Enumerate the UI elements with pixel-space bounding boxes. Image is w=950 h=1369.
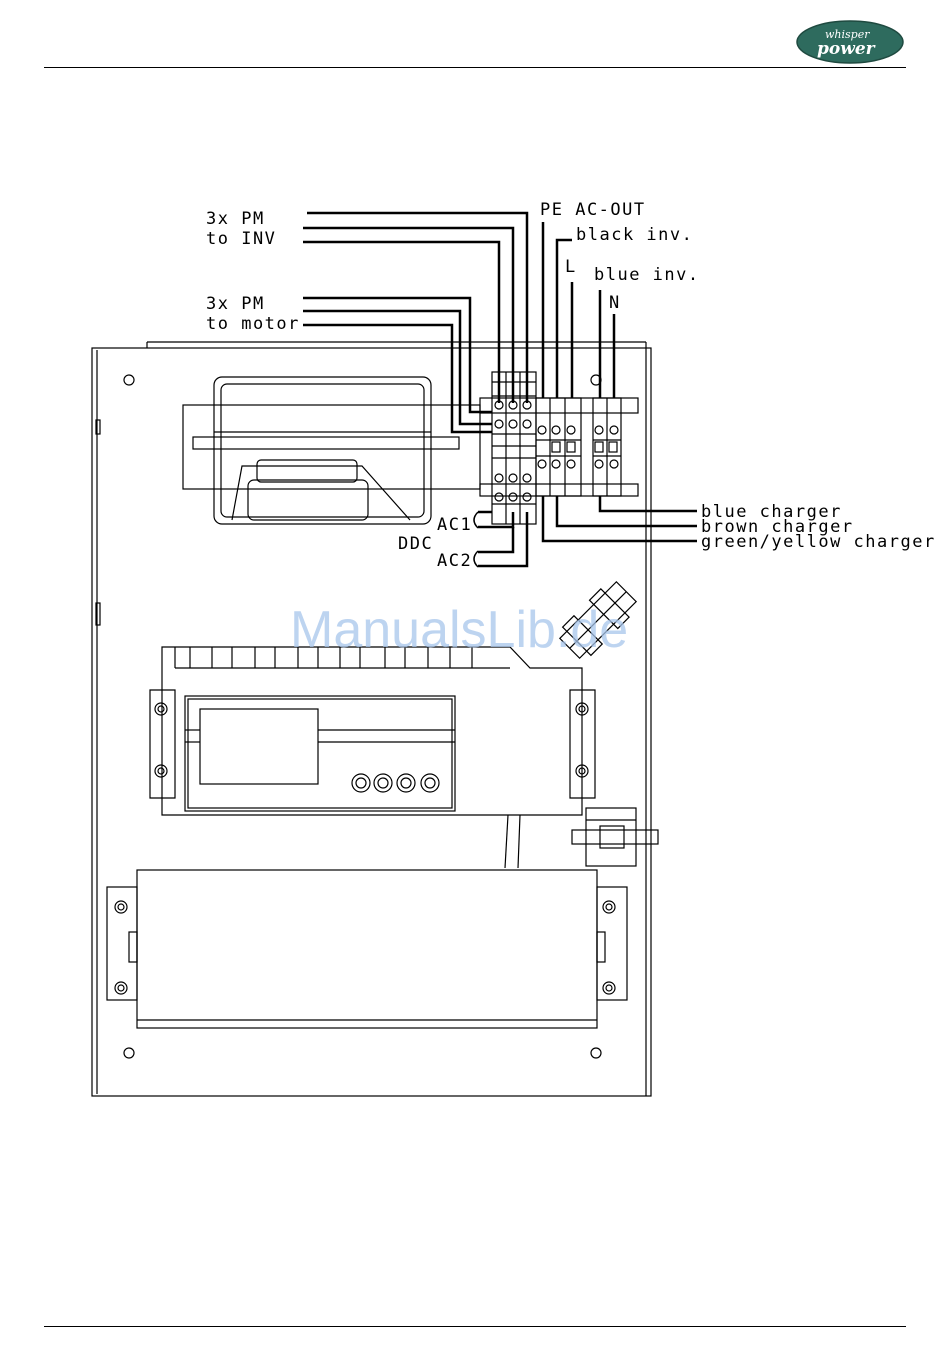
din-rail [480, 398, 638, 496]
label-pm-inv-1: 3x PM [206, 209, 265, 229]
cabinet-panel [92, 342, 651, 1096]
watermark-text: ManualsLib.de [290, 600, 670, 660]
transformer [183, 377, 480, 524]
label-blue-inv: blue inv. [594, 265, 700, 285]
label-black-inv: black inv. [576, 225, 693, 245]
label-ddc: DDC [398, 534, 433, 554]
label-pm-inv-2: to INV [206, 229, 276, 249]
label-n: N [609, 293, 621, 313]
label-pm-motor-1: 3x PM [206, 294, 265, 314]
wires-pm-to-motor [303, 298, 492, 432]
side-clamp [572, 808, 658, 866]
wires-ac-ddc [474, 512, 527, 567]
label-pm-motor-2: to motor [206, 314, 300, 334]
label-ac1: AC1 [437, 515, 472, 535]
wires-charger [543, 496, 697, 541]
label-ac2: AC2 [437, 551, 472, 571]
inverter-unit [150, 647, 595, 868]
label-l: L [565, 257, 577, 277]
label-pe-ac-out: PE AC-OUT [540, 200, 646, 220]
wires-ac-out [543, 222, 614, 398]
label-green-yellow-charger: green/yellow charger [701, 532, 936, 552]
mounting-holes [124, 375, 601, 1058]
wires-pm-to-inv [303, 213, 527, 403]
charger-box [107, 870, 627, 1028]
